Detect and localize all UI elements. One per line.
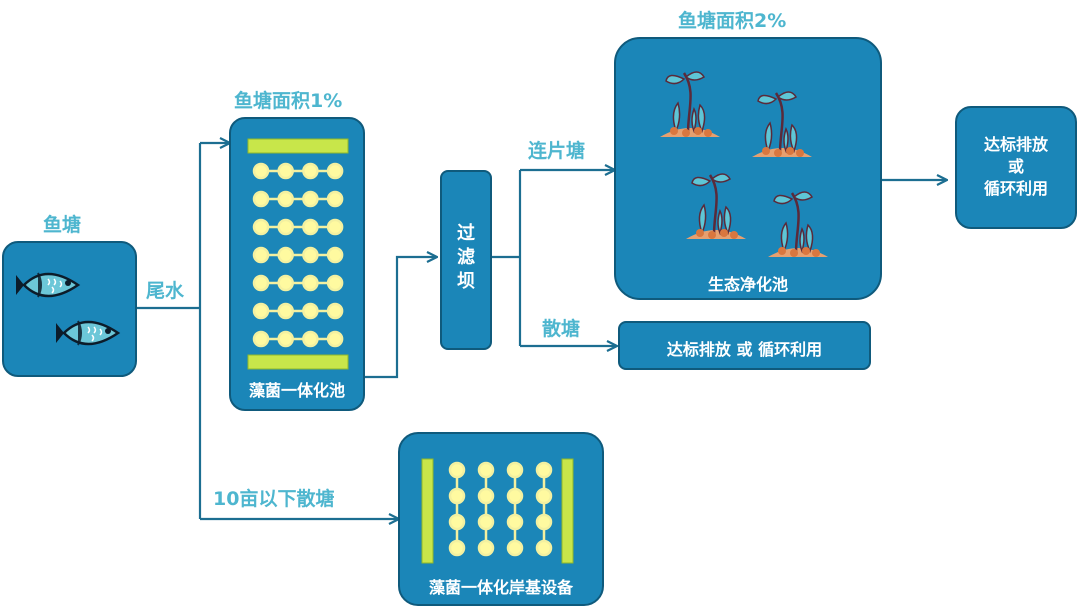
bead-icon: [277, 330, 294, 348]
plant-icon: [686, 173, 746, 239]
discharge-bottom-box: 达标排放 或 循环利用: [618, 321, 871, 370]
fish-pond-box: [2, 241, 137, 377]
bead-icon: [326, 218, 344, 236]
bead-icon: [326, 302, 344, 320]
bead-icon: [535, 487, 553, 505]
bead-icon: [326, 190, 344, 208]
area-1pct-label: 鱼塘面积1%: [234, 90, 343, 112]
filter-dam-label: 过 滤 坝: [457, 223, 475, 292]
bead-icon: [326, 330, 344, 348]
bead-icon: [252, 330, 270, 348]
bead-icon: [477, 461, 495, 479]
fish-icon: [16, 272, 81, 298]
bead-icon: [326, 274, 344, 292]
fish-icon-group: [16, 272, 121, 346]
bead-icon: [277, 218, 294, 236]
bead-icon: [506, 539, 524, 557]
bead-icon: [477, 513, 495, 531]
bead-icon: [535, 513, 553, 531]
bead-icon: [326, 162, 344, 180]
bead-icon: [506, 487, 524, 505]
plant-icon: [660, 71, 720, 137]
bead-icon: [448, 539, 466, 557]
bead-icon: [252, 302, 270, 320]
bead-column-grid: [421, 458, 574, 564]
arrow-to-filter-dam: [365, 257, 436, 379]
algae-pool-title: 藻菌一体化池: [248, 381, 345, 400]
bead-icon: [535, 461, 553, 479]
bead-icon: [252, 274, 270, 292]
bead-icon: [326, 246, 344, 264]
bead-icon: [302, 274, 319, 292]
bead-icon: [252, 162, 270, 180]
plant-icon-group: [660, 71, 828, 257]
discharge-top-label: 达标排放 或 循环利用: [983, 135, 1048, 198]
eco-pool-title: 生态净化池: [707, 275, 788, 294]
bead-chain-grid: [247, 138, 349, 370]
bead-icon: [302, 190, 319, 208]
bead-icon: [277, 302, 294, 320]
filter-dam-box: 过 滤 坝: [440, 170, 492, 350]
area-2pct-label: 鱼塘面积2%: [678, 10, 787, 32]
bead-icon: [277, 274, 294, 292]
bead-icon: [448, 513, 466, 531]
discharge-bottom-label: 达标排放 或 循环利用: [666, 340, 823, 359]
plant-icon: [752, 91, 812, 157]
shore-equipment-title: 藻菌一体化岸基设备: [428, 578, 573, 597]
connected-pond-label: 连片塘: [528, 140, 586, 162]
bead-icon: [448, 461, 466, 479]
bead-icon: [252, 246, 270, 264]
bead-icon: [302, 330, 319, 348]
bead-icon: [302, 246, 319, 264]
eco-pool-box: 生态净化池: [614, 37, 882, 300]
shore-equipment-box: 藻菌一体化岸基设备: [398, 432, 604, 606]
small-scattered-label: 10亩以下散塘: [213, 488, 335, 510]
bead-icon: [277, 162, 294, 180]
fish-icon: [56, 320, 121, 346]
bead-icon: [277, 190, 294, 208]
plant-icon: [768, 191, 828, 257]
bead-icon: [252, 190, 270, 208]
bead-icon: [477, 539, 495, 557]
fish-pond-title: 鱼塘: [43, 214, 82, 236]
bead-icon: [506, 513, 524, 531]
bead-icon: [302, 218, 319, 236]
bead-icon: [302, 162, 319, 180]
algae-pool-box: 藻菌一体化池: [229, 117, 365, 411]
tail-water-label: 尾水: [146, 280, 185, 302]
scattered-pond-label: 散塘: [542, 318, 581, 340]
bead-icon: [277, 246, 294, 264]
bead-icon: [448, 487, 466, 505]
discharge-top-box: 达标排放 或 循环利用: [955, 106, 1077, 229]
bead-icon: [252, 218, 270, 236]
bead-icon: [506, 461, 524, 479]
bead-icon: [477, 487, 495, 505]
bead-icon: [535, 539, 553, 557]
bead-icon: [302, 302, 319, 320]
